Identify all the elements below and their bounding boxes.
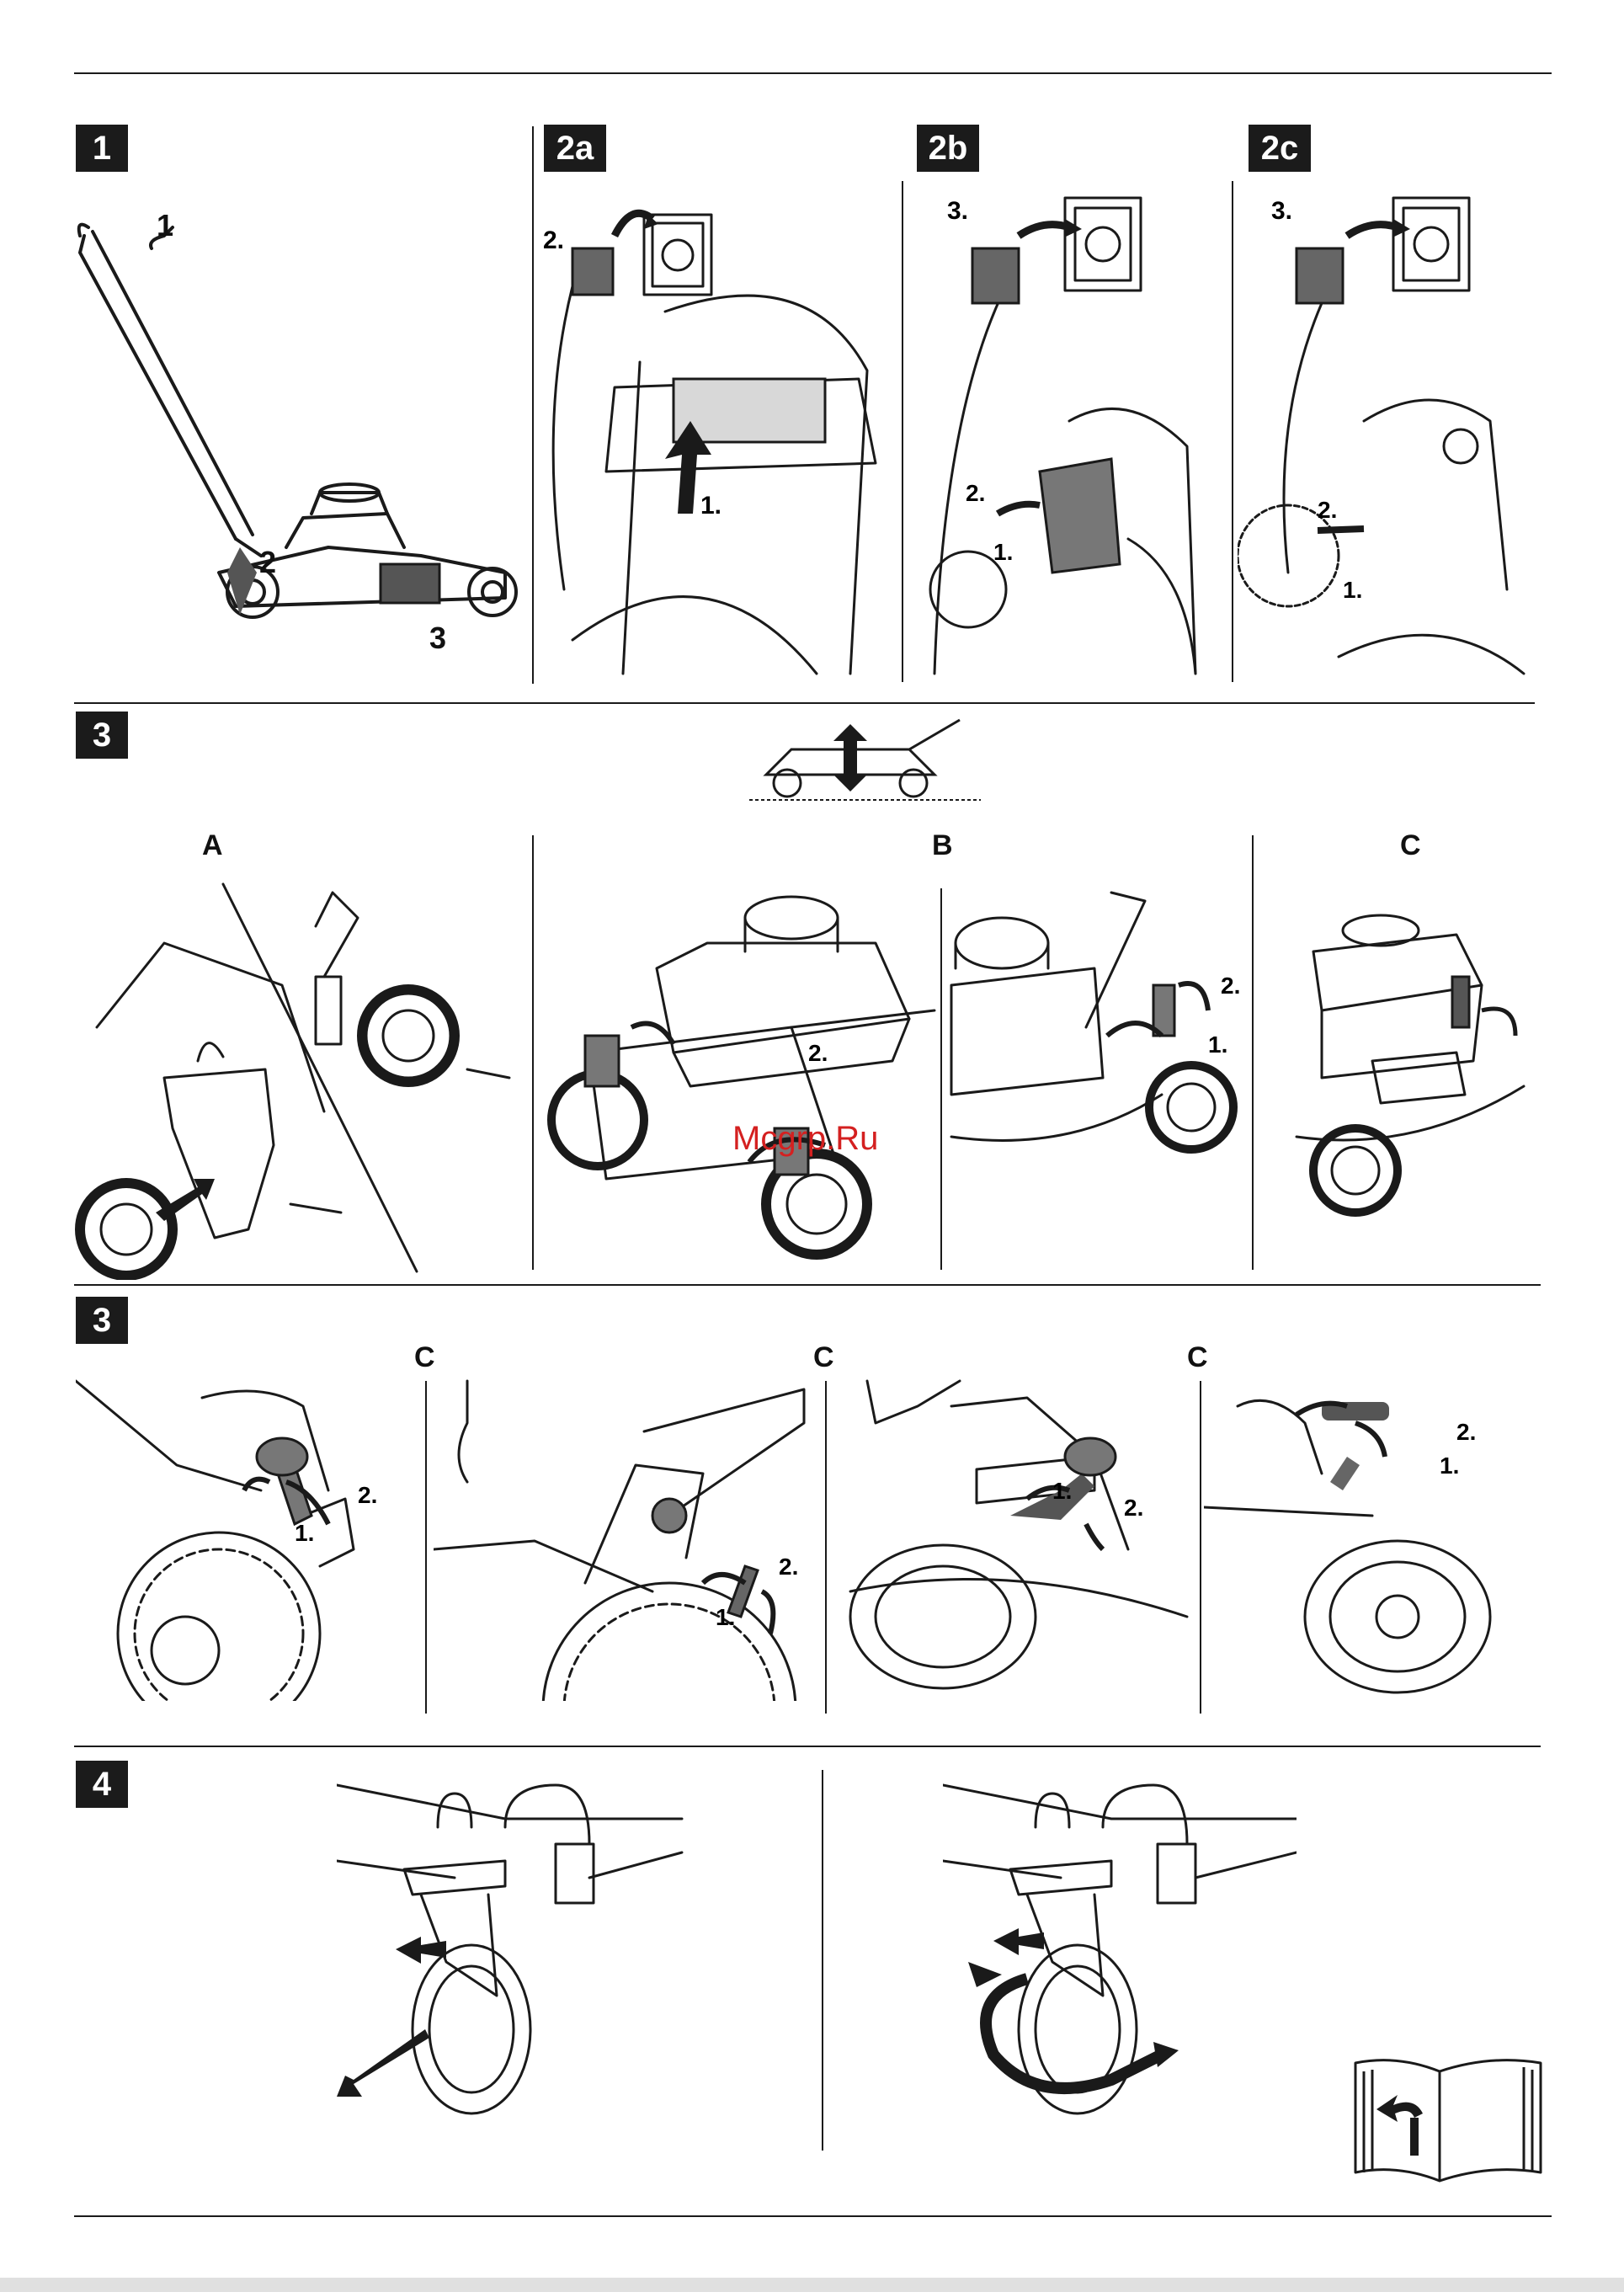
section-tag-3-second: 3 xyxy=(76,1297,128,1344)
central-adjust-panel4-illustration: 2. 1. xyxy=(1204,1373,1541,1701)
charging-2b-illustration: 3. 2. 1. xyxy=(909,168,1229,684)
sep-row4-1 xyxy=(822,1770,823,2151)
height-adjust-icon xyxy=(741,716,985,808)
figure-3c-panel-4: 2. 1. xyxy=(1204,1373,1541,1701)
sub-label-b: B xyxy=(932,829,953,862)
rule-after-row1 xyxy=(74,702,1535,704)
step-c1-2: 2. xyxy=(358,1482,377,1508)
central-adjust-panel2-illustration: 2. 1. xyxy=(434,1373,821,1701)
sub-label-a: A xyxy=(202,829,223,862)
section-tag-2a: 2a xyxy=(544,125,606,172)
figure-2c-charging: 3. 2. 1. xyxy=(1238,168,1541,684)
central-adjust-panel1-illustration: 2. 1. xyxy=(76,1373,413,1701)
figure-3c-panel-3: 1. 2. xyxy=(842,1373,1195,1701)
bottom-rule xyxy=(74,2215,1552,2217)
step-c3-2: 2. xyxy=(1124,1495,1143,1521)
step-c4-1: 1. xyxy=(1440,1452,1459,1479)
central-adjust-panel3-illustration: 1. 2. xyxy=(842,1373,1195,1701)
section-tag-2b: 2b xyxy=(917,125,979,172)
figure-2a-charging: 2. 1. xyxy=(539,168,897,684)
page-footer-bar xyxy=(0,2278,1624,2292)
manual-book-icon xyxy=(1347,2055,1549,2189)
section-tag-4: 4 xyxy=(76,1761,128,1808)
figure-2b-charging: 3. 2. 1. xyxy=(909,168,1229,684)
step-c2-2: 2. xyxy=(779,1554,798,1580)
figure-4-caster-lock xyxy=(337,1777,690,2130)
mower-overview-illustration: 1 2 3 xyxy=(67,202,539,674)
section-tag-2c: 2c xyxy=(1249,125,1311,172)
figure-3c-central-adjust xyxy=(1263,884,1541,1280)
sep-row2-3 xyxy=(1252,835,1254,1270)
step-2c-2: 2. xyxy=(1318,497,1337,523)
watermark-text: Mcgrp.Ru xyxy=(732,1120,878,1158)
height-adjust-symbol xyxy=(741,716,985,808)
sep-row3-3 xyxy=(1200,1381,1201,1714)
sep-row3-1 xyxy=(425,1381,427,1714)
figure-3b-lever-adjust: 2. xyxy=(539,876,939,1280)
book-icon xyxy=(1347,2055,1549,2189)
rule-after-row2 xyxy=(74,1284,1541,1286)
figure-3a-wheel-adjust xyxy=(72,876,526,1280)
sep-row2-2 xyxy=(940,888,942,1270)
step-2b-3: 3. xyxy=(947,197,968,225)
step-2c-3: 3. xyxy=(1271,197,1292,225)
step-b2-1: 1. xyxy=(1208,1031,1227,1058)
callout-3: 3 xyxy=(429,621,446,655)
figure-3b-lever-adjust-detail: 2. 1. xyxy=(943,884,1250,1280)
step-2b-1: 1. xyxy=(993,539,1013,565)
lever-adjust-b-illustration: 2. xyxy=(539,876,939,1280)
step-c3-1: 1. xyxy=(1052,1478,1072,1504)
charging-2c-illustration: 3. 2. 1. xyxy=(1238,168,1541,684)
sub-label-c-1: C xyxy=(414,1341,435,1374)
charging-2a-illustration: 2. 1. xyxy=(539,168,897,684)
step-2b-2: 2. xyxy=(966,480,985,506)
callout-1: 1 xyxy=(157,208,173,243)
top-rule xyxy=(74,72,1552,74)
section-tag-3: 3 xyxy=(76,712,128,759)
step-c4-2: 2. xyxy=(1456,1419,1476,1445)
figure-3c-panel-2: 2. 1. xyxy=(434,1373,821,1701)
sep-row1-3 xyxy=(1232,181,1233,682)
step-2a-1: 1. xyxy=(700,492,721,520)
step-b2-2: 2. xyxy=(1221,973,1240,999)
figure-mower-overview: 1 2 3 xyxy=(67,202,539,674)
step-b-2: 2. xyxy=(808,1040,828,1066)
sep-row1-2 xyxy=(902,181,903,682)
caster-lock-illustration xyxy=(337,1777,690,2130)
rule-after-row3 xyxy=(74,1746,1541,1747)
sub-label-c: C xyxy=(1400,829,1421,862)
central-adjust-c-illustration xyxy=(1263,884,1541,1280)
lever-adjust-b-detail-illustration: 2. 1. xyxy=(943,884,1250,1280)
figure-3c-panel-1: 2. 1. xyxy=(76,1373,413,1701)
callout-2: 2 xyxy=(259,545,276,579)
sep-row3-2 xyxy=(825,1381,827,1714)
figure-4-caster-swivel xyxy=(943,1777,1297,2130)
wheel-adjust-a-illustration xyxy=(72,876,526,1280)
caster-swivel-illustration xyxy=(943,1777,1297,2130)
section-tag-1: 1 xyxy=(76,125,128,172)
sep-row2-1 xyxy=(532,835,534,1270)
sub-label-c-2: C xyxy=(813,1341,834,1374)
step-c1-1: 1. xyxy=(295,1520,314,1546)
step-2c-1: 1. xyxy=(1343,577,1362,603)
step-c2-1: 1. xyxy=(716,1604,735,1630)
step-2a-2: 2. xyxy=(543,227,564,254)
sub-label-c-3: C xyxy=(1187,1341,1208,1374)
